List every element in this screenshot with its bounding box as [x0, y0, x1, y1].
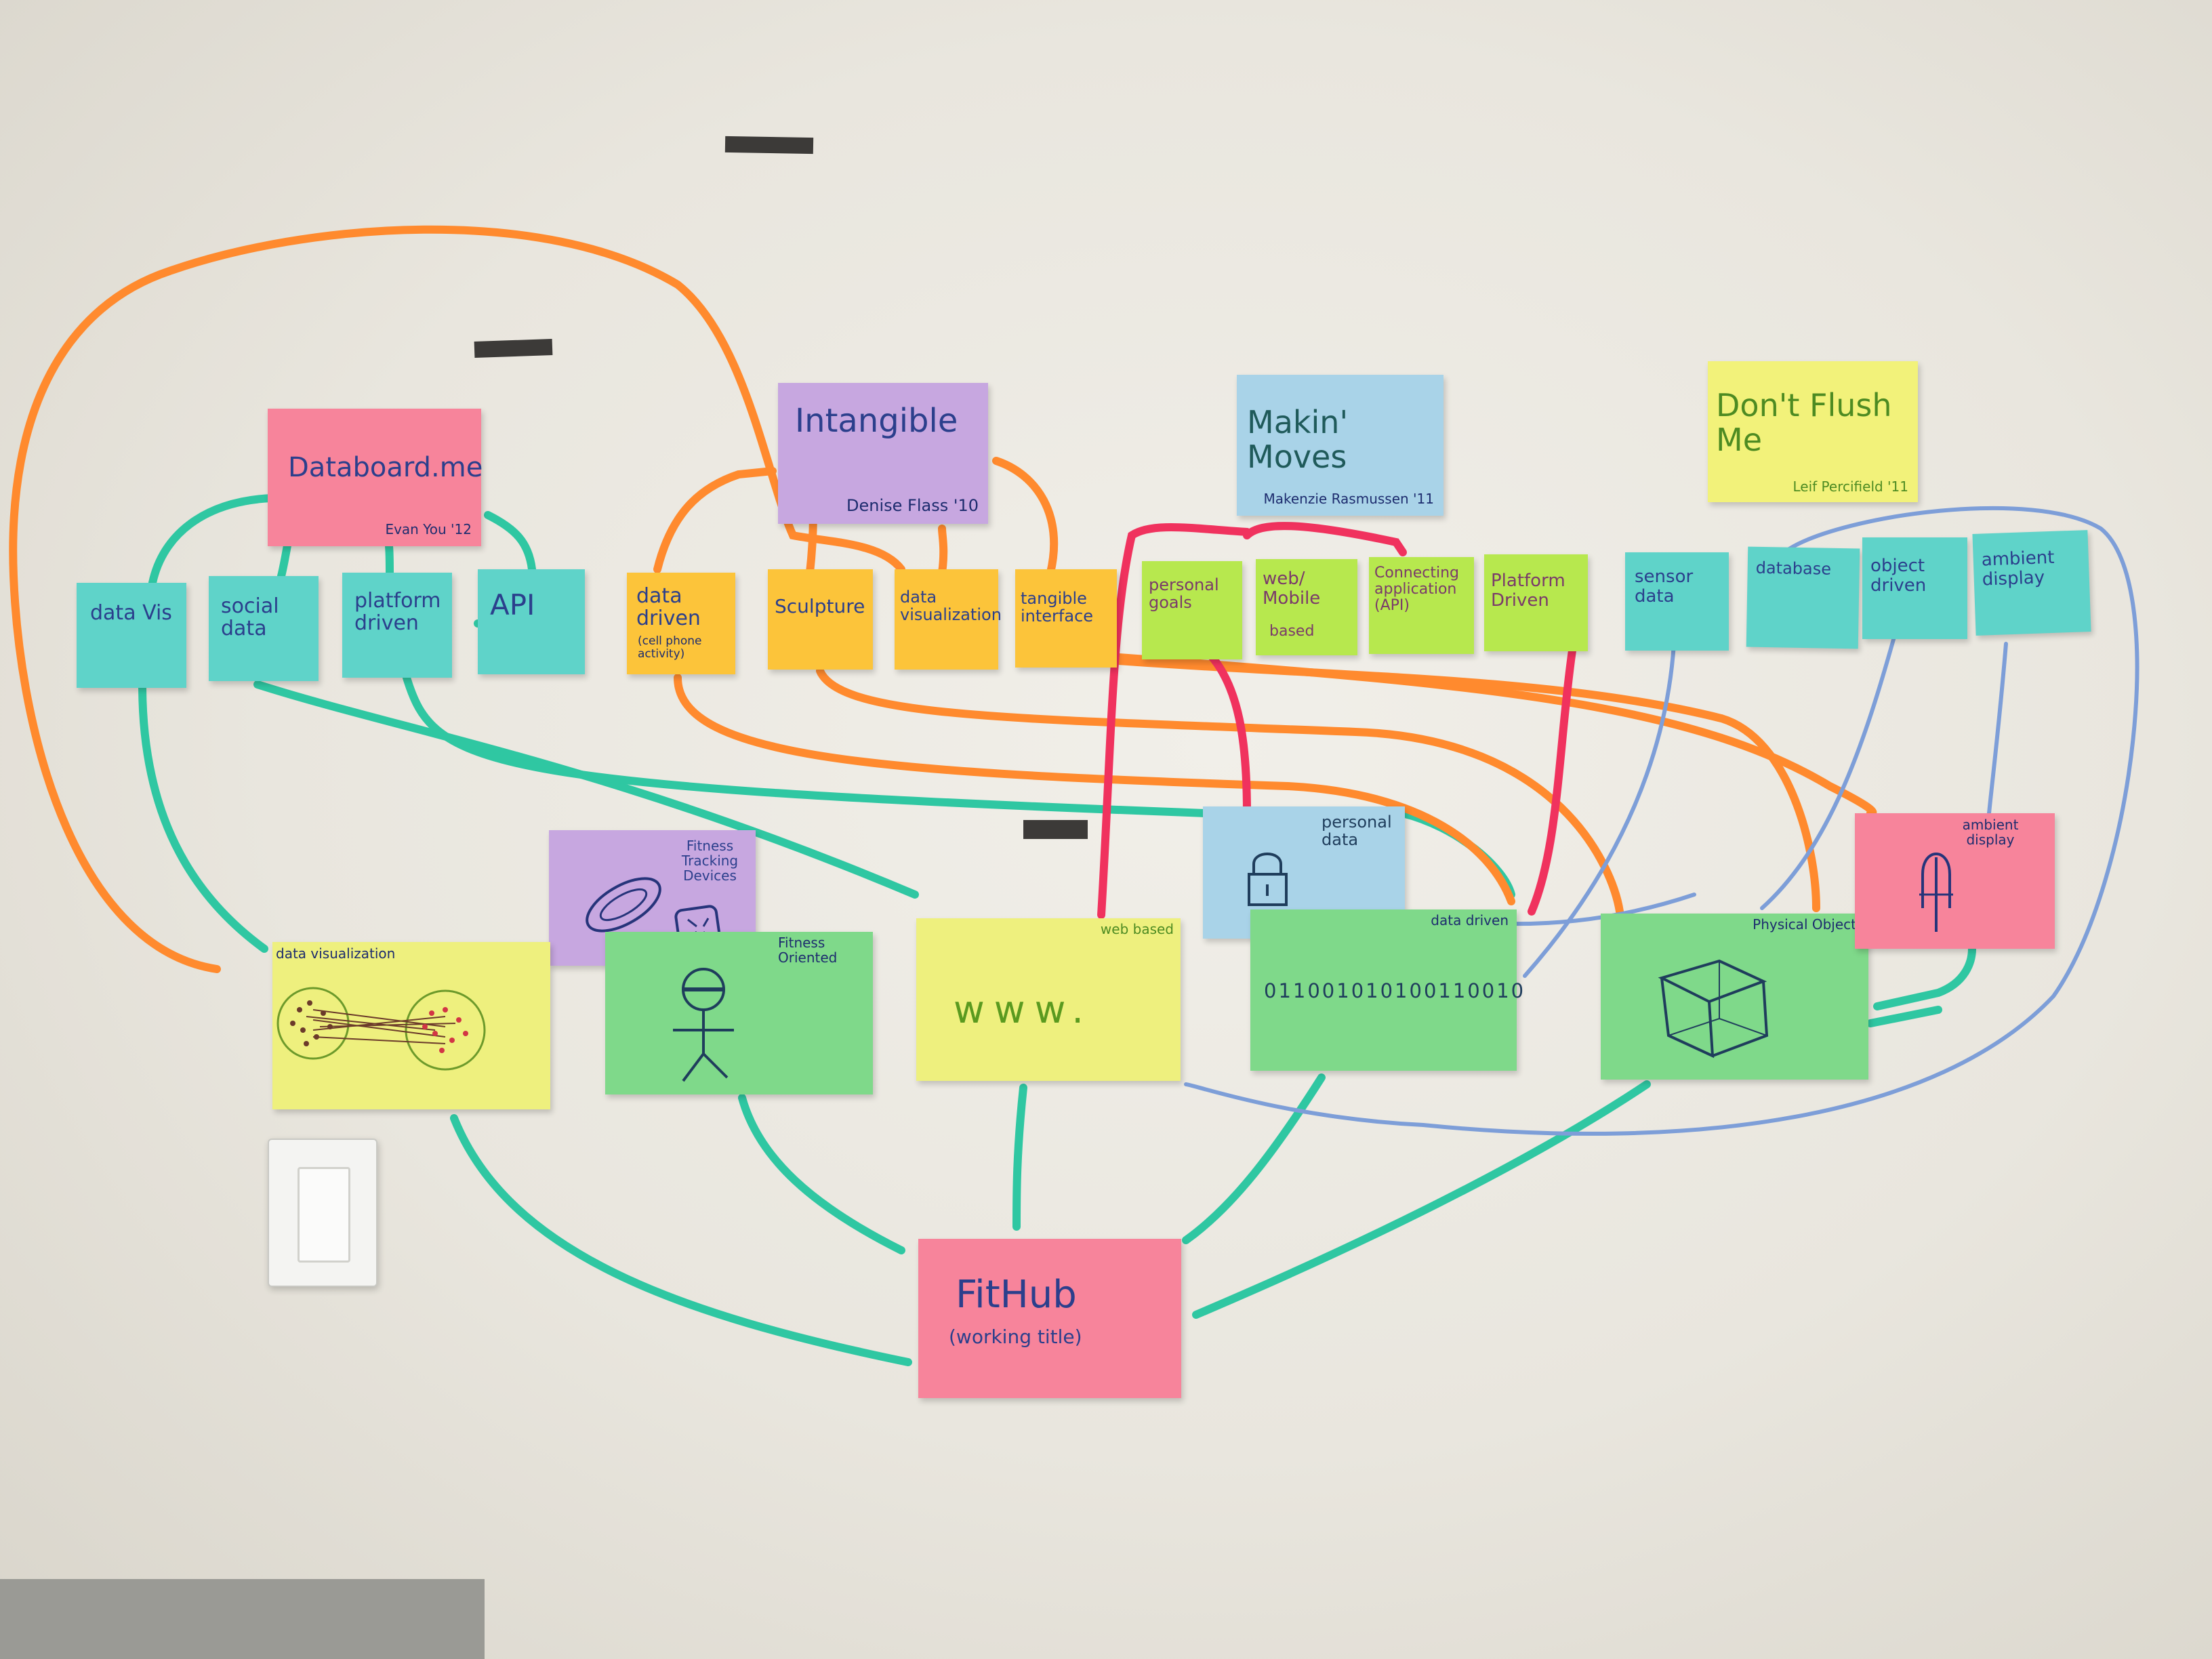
note-author: Evan You '12	[385, 521, 472, 537]
note-platform-driven-2: Platform Driven	[1484, 554, 1588, 651]
light-switch	[268, 1139, 377, 1287]
note-label: web/ Mobile	[1263, 569, 1321, 609]
red-lines	[1097, 522, 1576, 919]
tape-mark	[1023, 820, 1088, 839]
note-fithub: FitHub (working title)	[918, 1239, 1181, 1398]
teal-lines	[138, 494, 1976, 1366]
note-author: Leif Percifield '11	[1793, 478, 1909, 495]
note-label: Platform Driven	[1491, 571, 1565, 611]
note-data-visualization-card: data visualization	[272, 942, 550, 1109]
note-label: database	[1755, 558, 1832, 579]
note-data-visualization: data visualization	[895, 569, 1002, 670]
note-dont-flush-me: Don't Flush Me Leif Percifield '11	[1708, 361, 1918, 502]
note-label: tangible interface	[1021, 589, 1094, 626]
note-fitness-oriented: Fitness Oriented	[605, 932, 873, 1094]
note-sensor-data: sensor data	[1625, 552, 1729, 651]
note-social-data: social data	[209, 576, 319, 681]
note-platform-driven: platform driven	[342, 573, 452, 678]
note-web-based: web based www.	[916, 918, 1181, 1081]
wall-corner	[0, 1579, 485, 1659]
note-tangible-interface: tangible interface	[1015, 569, 1117, 668]
note-ambient-display-card: ambient display	[1855, 813, 2055, 949]
note-data-driven: data driven (cell phone activity)	[627, 573, 735, 674]
note-title: Databoard.me	[288, 452, 483, 483]
note-object-driven: object driven	[1862, 537, 1967, 639]
tape-mark	[724, 136, 814, 155]
note-title: FitHub	[956, 1273, 1077, 1317]
switch-toggle	[298, 1167, 350, 1263]
note-data-vis: data Vis	[77, 583, 186, 688]
note-web-mobile: web/ Mobile based	[1256, 559, 1357, 655]
note-sublabel: based	[1269, 623, 1315, 640]
note-database: database	[1746, 546, 1860, 649]
note-api: API	[478, 569, 585, 674]
note-label: ambient display	[1981, 547, 2055, 590]
note-label: ambient display	[1962, 817, 2019, 848]
note-label: Connecting application (API)	[1374, 565, 1459, 615]
note-author: Denise Flass '10	[846, 495, 979, 515]
lock-icon	[1248, 853, 1288, 906]
note-title: Makin' Moves	[1247, 404, 1349, 475]
note-label: personal goals	[1149, 575, 1219, 613]
note-subtitle: (working title)	[949, 1326, 1082, 1348]
note-data-driven-card: data driven 011001010100110010	[1250, 909, 1523, 1071]
note-personal-goals: personal goals	[1142, 561, 1242, 659]
cube-icon	[1658, 959, 1769, 1059]
arch-icon	[1919, 853, 1953, 932]
note-label: data driven	[1431, 912, 1509, 928]
note-databoard: Databoard.me Evan You '12	[268, 409, 483, 546]
note-intangible: Intangible Denise Flass '10	[778, 383, 988, 524]
note-author: Makenzie Rasmussen '11	[1263, 491, 1435, 507]
note-makin-moves: Makin' Moves Makenzie Rasmussen '11	[1237, 375, 1443, 516]
note-title: Don't Flush Me	[1716, 387, 1892, 458]
note-label: personal data	[1322, 813, 1392, 850]
note-label: Fitness Tracking Devices	[681, 838, 739, 884]
stick-figure-icon	[673, 968, 734, 1082]
note-label: social data	[221, 594, 279, 640]
note-label: object driven	[1870, 556, 1927, 596]
note-physical-object: Physical Object	[1601, 914, 1868, 1080]
note-label: web based	[1100, 921, 1174, 937]
note-title: Intangible	[795, 402, 958, 440]
tape-mark	[474, 339, 553, 358]
note-label: Physical Object	[1753, 916, 1856, 933]
note-sublabel: (cell phone activity)	[638, 634, 702, 661]
note-label: platform driven	[354, 589, 441, 635]
note-label: data visualization	[276, 945, 396, 962]
note-label: Fitness Oriented	[778, 935, 838, 966]
note-label: sensor data	[1635, 567, 1694, 607]
note-label: Sculpture	[775, 595, 865, 617]
note-label: data Vis	[90, 601, 172, 625]
note-label: data visualization	[900, 588, 1002, 625]
orange-lines	[9, 225, 1877, 973]
note-connecting-application: Connecting application (API)	[1369, 557, 1474, 654]
binary-text: 011001010100110010	[1264, 979, 1526, 1002]
note-label: data driven	[636, 584, 701, 630]
www-text: www.	[954, 988, 1094, 1032]
note-sculpture: Sculpture	[768, 569, 873, 670]
network-blobs-icon	[276, 987, 486, 1071]
note-label: API	[490, 588, 535, 621]
note-ambient-display: ambient display	[1972, 530, 2091, 636]
